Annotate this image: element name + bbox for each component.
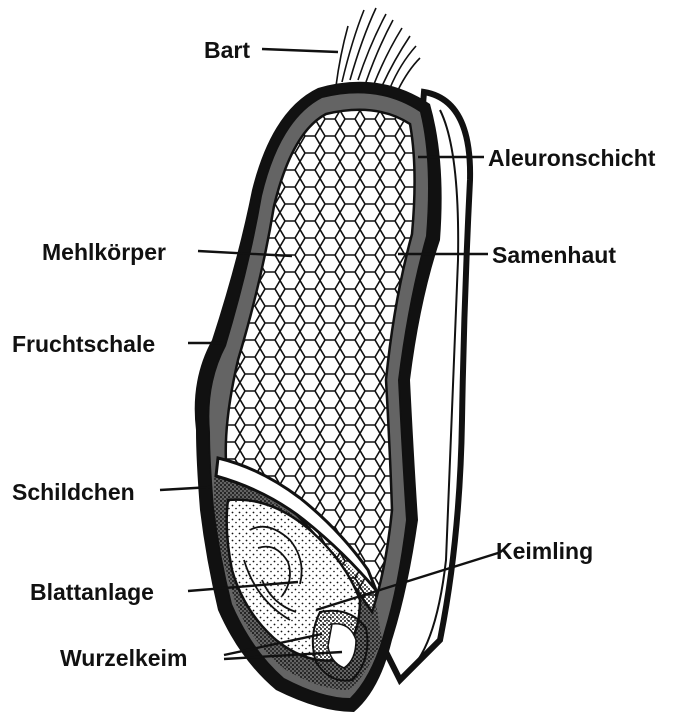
label-bart: Bart	[204, 37, 250, 63]
leader-bart	[262, 49, 338, 52]
bart-hairs	[336, 8, 420, 90]
label-keimling: Keimling	[496, 538, 593, 564]
label-schildchen: Schildchen	[12, 479, 135, 505]
grain-illustration	[195, 8, 470, 712]
label-wurzelkeim: Wurzelkeim	[60, 645, 187, 671]
label-mehlkoerper: Mehlkörper	[42, 239, 166, 265]
label-blattanlage: Blattanlage	[30, 579, 154, 605]
label-samenhaut: Samenhaut	[492, 242, 616, 268]
label-aleuronschicht: Aleuronschicht	[488, 145, 656, 171]
label-fruchtschale: Fruchtschale	[12, 331, 155, 357]
